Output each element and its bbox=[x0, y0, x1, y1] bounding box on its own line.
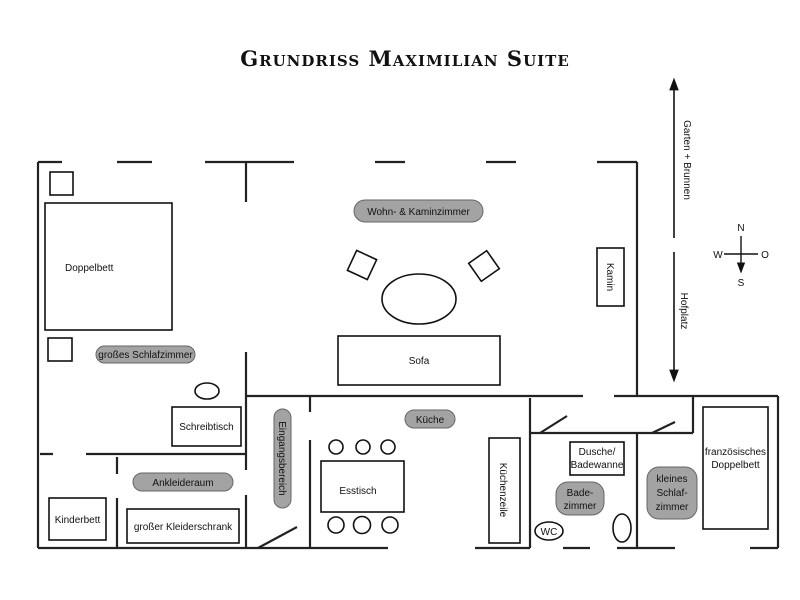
room-eingangsbereich: Eingangsbereich bbox=[276, 421, 287, 496]
french-double-bed bbox=[702, 406, 769, 530]
french-bed-label-1: französisches bbox=[705, 447, 766, 458]
washbasin bbox=[612, 513, 632, 543]
room-ankleideraum: Ankleideraum bbox=[152, 478, 213, 489]
double-bed bbox=[44, 202, 173, 331]
room-label-bg bbox=[132, 472, 234, 492]
dining-table-label: Esstisch bbox=[339, 486, 376, 497]
child-bed bbox=[48, 497, 107, 541]
chair bbox=[380, 439, 396, 455]
kitchenette bbox=[488, 437, 521, 544]
room-wohnzimmer: Wohn- & Kaminzimmer bbox=[367, 207, 470, 218]
compass-n: N bbox=[737, 223, 744, 234]
sofa bbox=[337, 335, 501, 386]
room-label-bg bbox=[555, 481, 605, 516]
armchair bbox=[467, 249, 501, 283]
stool bbox=[194, 382, 220, 400]
compass-o: O bbox=[761, 250, 769, 261]
room-label-bg bbox=[273, 408, 292, 509]
page-title: Grundriss Maximilian Suite bbox=[240, 46, 570, 71]
sofa-label: Sofa bbox=[409, 356, 430, 367]
armchair bbox=[346, 249, 378, 281]
compass-icon: N S W O bbox=[713, 223, 769, 289]
desk bbox=[171, 406, 242, 447]
child-bed-label: Kinderbett bbox=[55, 515, 101, 526]
dining-table bbox=[320, 460, 405, 513]
wardrobe bbox=[126, 508, 240, 544]
fireplace-label: Kamin bbox=[604, 263, 615, 291]
chair bbox=[327, 516, 345, 534]
chair bbox=[355, 439, 371, 455]
room-kueche: Küche bbox=[416, 415, 445, 426]
chair bbox=[328, 439, 344, 455]
kitchenette-label: Küchenzeile bbox=[497, 463, 508, 518]
room-badezimmer-2: zimmer bbox=[564, 501, 597, 512]
wc-label: WC bbox=[541, 527, 558, 538]
double-bed-label: Doppelbett bbox=[65, 263, 114, 274]
room-label-bg bbox=[646, 466, 698, 520]
nightstand bbox=[47, 337, 73, 362]
shower-label-1: Dusche/ bbox=[579, 447, 616, 458]
room-grosses-schlafzimmer: großes Schlafzimmer bbox=[98, 350, 193, 361]
wardrobe-label: großer Kleiderschrank bbox=[134, 522, 233, 533]
room-kleines-2: Schlaf- bbox=[656, 488, 687, 499]
coffee-table bbox=[381, 273, 457, 325]
desk-label: Schreibtisch bbox=[179, 422, 233, 433]
compass-w: W bbox=[713, 250, 723, 261]
walls bbox=[36, 160, 780, 550]
compass-s: S bbox=[738, 278, 745, 289]
nightstand bbox=[49, 171, 74, 196]
chair bbox=[381, 516, 399, 534]
chair bbox=[352, 515, 372, 535]
room-kleines-1: kleines bbox=[656, 474, 687, 485]
door-swing bbox=[257, 415, 676, 549]
shower-label-2: Badewanne bbox=[571, 460, 624, 471]
room-label-bg bbox=[353, 199, 484, 223]
courtyard-label: Hofplatz bbox=[678, 293, 689, 330]
wc bbox=[534, 521, 564, 541]
room-label-bg bbox=[404, 409, 456, 429]
room-badezimmer-1: Bade- bbox=[567, 488, 594, 499]
shower-bathtub bbox=[569, 441, 625, 476]
garden-label: Garten + Brunnen bbox=[681, 120, 692, 200]
dining-chairs bbox=[327, 439, 399, 535]
room-kleines-3: zimmer bbox=[656, 502, 689, 513]
fireplace bbox=[596, 247, 625, 307]
room-label-bg bbox=[95, 345, 196, 364]
french-bed-label-2: Doppelbett bbox=[711, 460, 760, 471]
